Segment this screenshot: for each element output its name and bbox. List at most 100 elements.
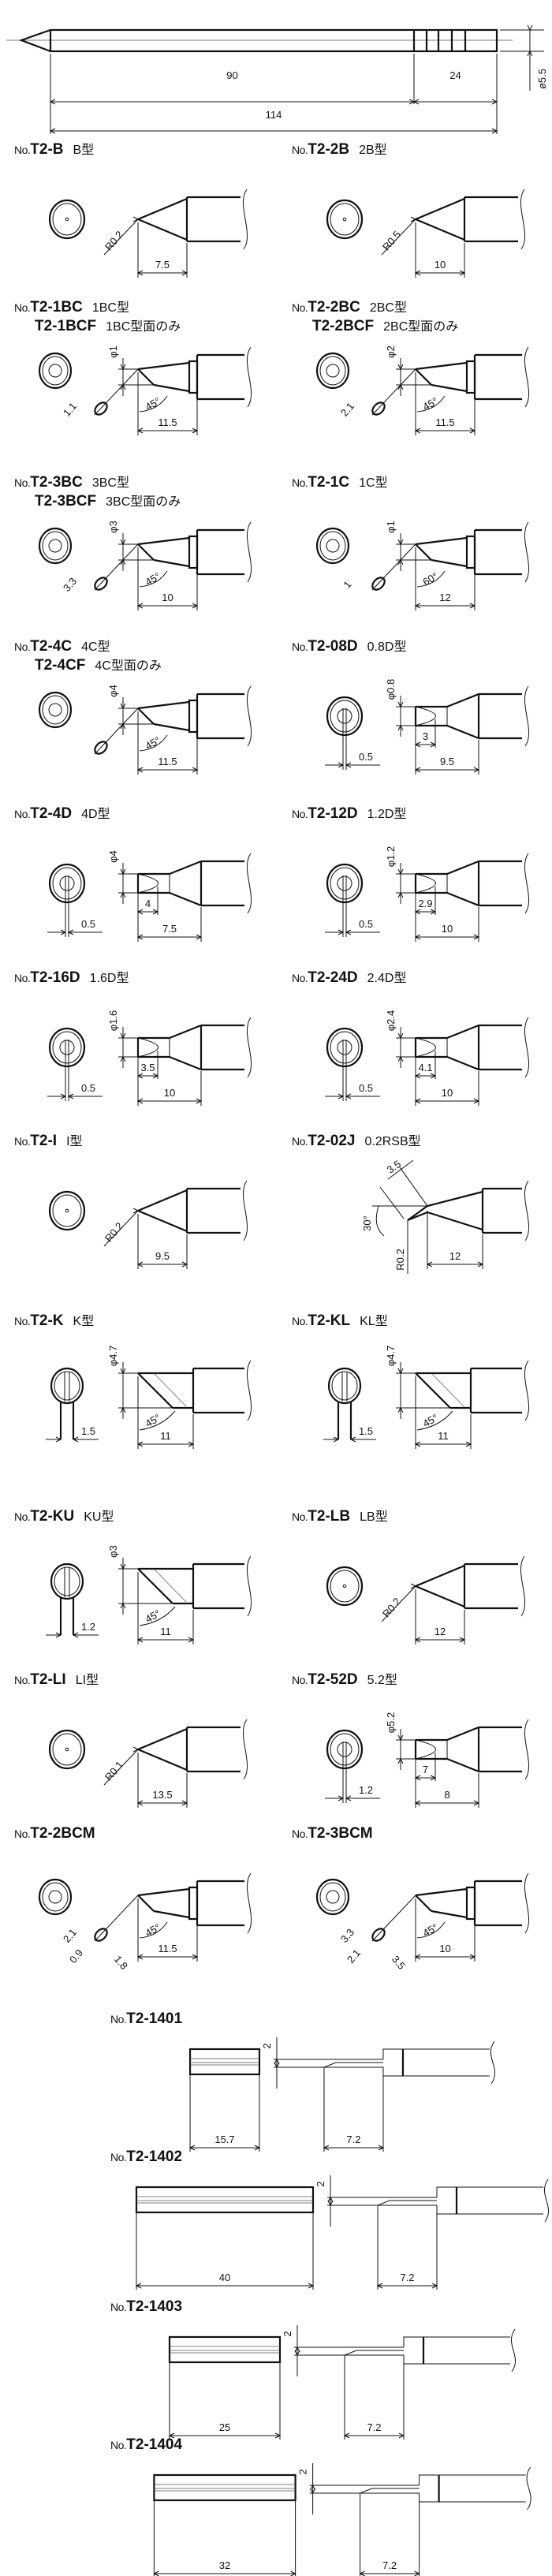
model-type: 4C型 [81,640,110,654]
arrowhead [120,364,126,371]
dim-bevel-width-3: 1.8 [112,1953,130,1971]
blade-face [135,2186,315,2214]
bevel-face [137,543,155,561]
arrowhead [136,934,144,940]
arrowhead [378,2145,385,2151]
arrowhead [469,427,476,434]
end-view-core [337,708,352,724]
arrowhead [192,1954,199,1960]
model-code: T2-1404 [126,2436,183,2453]
end-view-inner [330,1570,360,1603]
end-view-core [326,1890,340,1904]
tip-drawing: 0.5φ1.22.910 [325,846,529,942]
arrowhead [397,891,404,898]
model-code: T2-I [30,1133,58,1149]
break-line [490,2040,495,2085]
arrowhead [120,722,126,730]
model-prefix: No. [14,972,31,984]
arrowhead [414,427,421,434]
arrowhead [397,1757,404,1764]
end-view-core [48,539,62,553]
end-view-outline [48,863,86,904]
end-view-core [48,703,62,717]
arrowhead [72,1632,79,1638]
break-line [247,1017,252,1078]
end-view-inner [330,1733,360,1766]
end-view-inner [319,1882,346,1912]
model-type: 2BC型 [369,301,407,315]
taper-edge [169,1024,202,1040]
arrowhead [49,128,56,134]
collar [188,535,199,569]
dim-radius: R0.5 [380,229,403,253]
blade-heading: No.T2-1401 [110,2010,192,2029]
model-code: T2-B [30,141,64,158]
end-view-outline [326,863,364,904]
model-prefix: No. [14,476,31,489]
arrowhead [414,934,421,940]
tip-edge [153,722,190,732]
dim-bevel-width-2: 2.1 [345,1947,363,1965]
dim-face-length: 15.7 [214,2134,234,2145]
model-prefix: No. [14,301,31,314]
model-type: KL型 [360,1315,388,1328]
arrowhead [527,24,533,32]
break-line [247,521,252,583]
dim-diameter: φ3 [107,521,119,533]
end-view-inner [54,1371,80,1401]
end-view-inner [330,700,360,733]
arrowhead [60,929,67,935]
end-view-outline [315,1878,350,1916]
chisel-face [415,706,436,726]
break-line [524,685,529,747]
model-prefix: No. [14,1315,31,1327]
dim-length: 12 [449,1250,461,1262]
alt-model-type: 3BC型面のみ [106,495,181,509]
arrowhead [181,1800,188,1806]
model-code: T2-1401 [126,2010,183,2027]
dim-front-length: 90 [226,69,237,81]
dim-length: 9.5 [440,756,454,767]
dim-diameter: φ4.7 [107,1346,119,1367]
model-type: 1.6D型 [89,972,129,985]
tip-edge [153,558,190,568]
break-line [247,685,252,747]
dim-thickness: 2 [261,2043,273,2048]
arrowhead [343,2432,350,2439]
leader-line [103,1749,139,1786]
dim-diameter: φ3 [107,1545,119,1558]
dim-angle: 45° [143,570,162,588]
dim-face-length: 3.5 [140,1062,155,1073]
dim-length: 10 [439,1943,450,1954]
dim-length: 11.5 [435,416,454,428]
tip-drawing: R0.27.5 [48,189,248,278]
arrowhead [430,1073,437,1079]
arrowhead [398,2432,405,2439]
arrowhead [254,2145,261,2151]
leader-line [103,1210,139,1247]
tip-drawing: 1.5φ4.745°11 [46,1346,252,1449]
arrowhead [491,99,498,105]
arrowhead [120,703,126,710]
angle-arc [139,1606,176,1626]
dim-thickness: 1.5 [81,1425,95,1437]
model-code: T2-LB [308,1508,351,1525]
break-line [524,1360,529,1421]
tip-edge [431,558,468,568]
blade-edge [323,2062,383,2068]
dim-bent-length: 3.5 [385,1158,403,1176]
end-view-outline [50,1367,84,1405]
arrowhead [414,767,421,773]
angle-arc [139,1921,168,1939]
model-type: 0.2RSB型 [364,1135,421,1148]
